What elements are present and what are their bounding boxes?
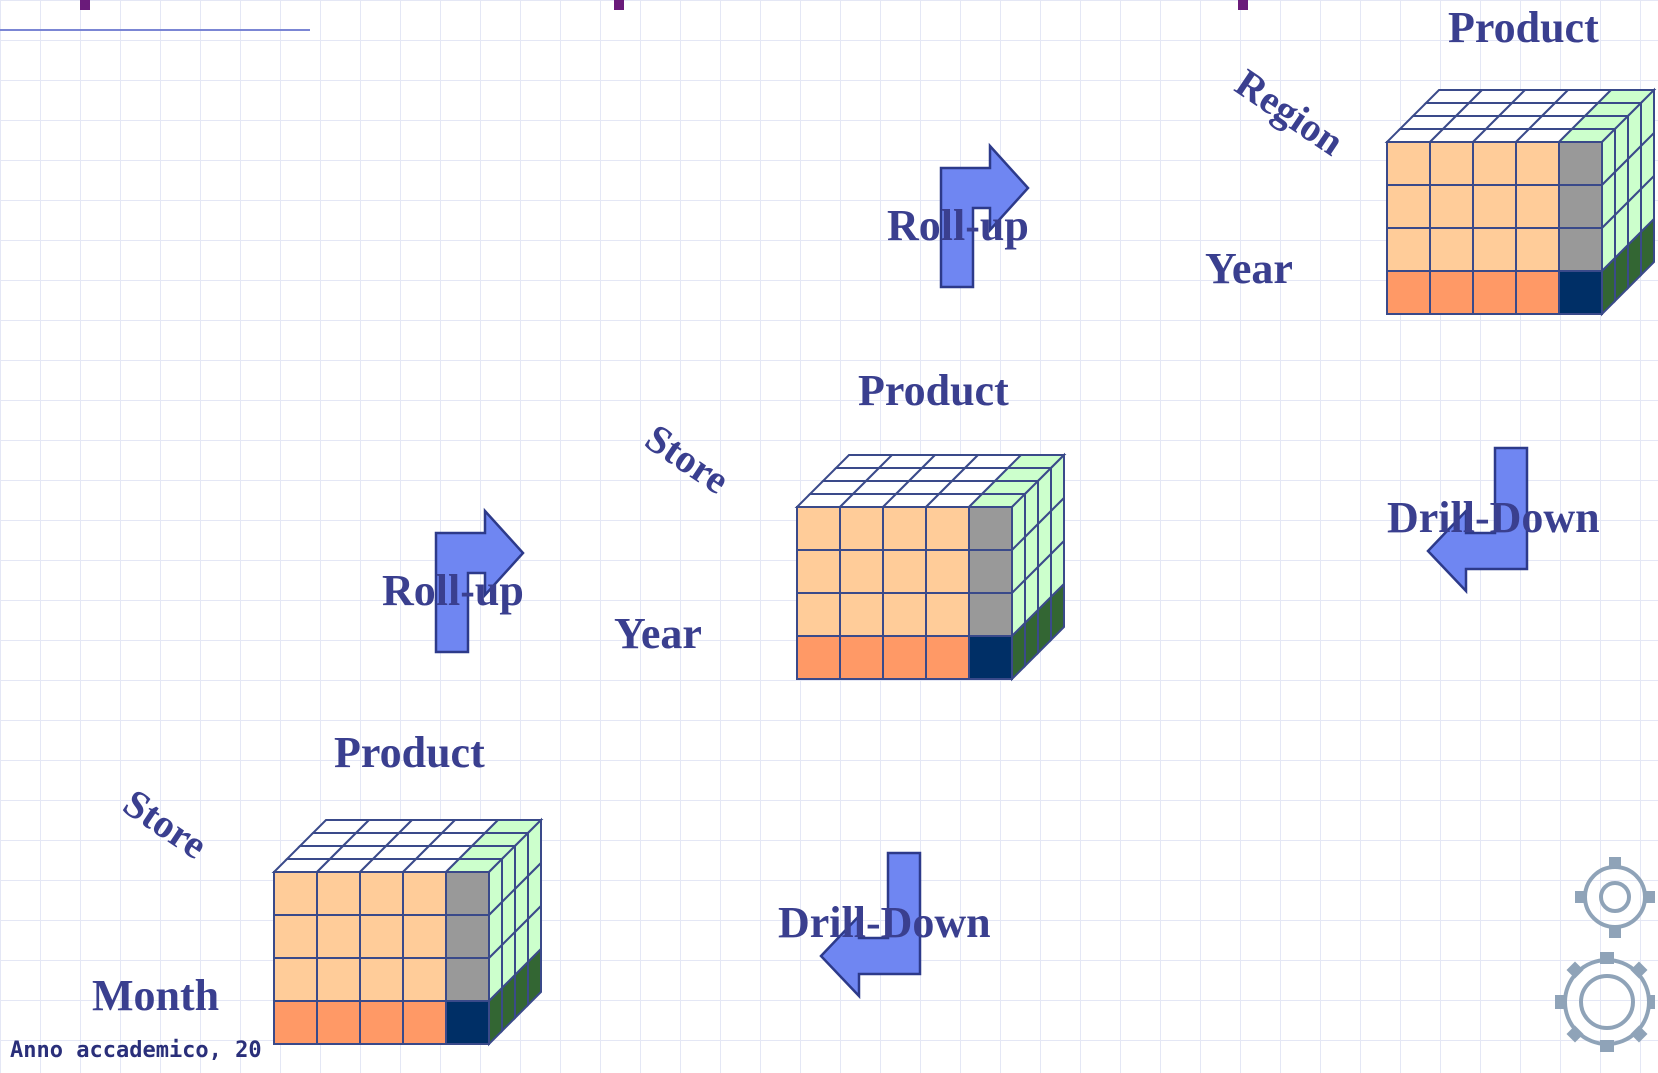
cube-top-front-cell [1473, 185, 1516, 228]
cube-bottom-front-cell [360, 872, 403, 915]
cube-middle-front-cell [840, 507, 883, 550]
footer-text: Anno accademico, 20 [10, 1038, 262, 1063]
cube-bottom-front-cell [317, 872, 360, 915]
cube-bottom-front-cell [446, 915, 489, 958]
cube-middle-front-cell [926, 593, 969, 636]
cube-bottom-front-cell [274, 915, 317, 958]
cube-bottom-product-label: Product [334, 727, 485, 778]
cube-top-front-cell [1473, 228, 1516, 271]
cube-bottom-front-cell [403, 872, 446, 915]
cube-middle-front-cell [797, 636, 840, 679]
cube-bottom-front-cell [446, 1001, 489, 1044]
cube-middle-front-cell [840, 636, 883, 679]
cube-top [1383, 86, 1658, 322]
cube-bottom-store-label: Store [115, 779, 216, 868]
cube-bottom-front-cell [274, 872, 317, 915]
cube-middle-front-cell [883, 593, 926, 636]
cube-middle-front-cell [926, 636, 969, 679]
cube-bottom-front-cell [360, 915, 403, 958]
cube-bottom-front-cell [317, 1001, 360, 1044]
cube-top-front-cell [1430, 185, 1473, 228]
cube-middle-front-cell [969, 593, 1012, 636]
cube-middle-front-cell [797, 507, 840, 550]
rollup-upper-label: Roll-up [887, 200, 1029, 251]
cube-bottom-front-cell [446, 872, 489, 915]
cube-top-front-cell [1516, 185, 1559, 228]
cube-middle-front-cell [883, 507, 926, 550]
cube-bottom-month-label: Month [92, 970, 219, 1021]
cube-middle-front-cell [797, 593, 840, 636]
cube-middle-store-label: Store [637, 414, 738, 503]
title-fragment [80, 0, 90, 10]
cube-middle-front-cell [883, 636, 926, 679]
cube-bottom-front-cell [403, 958, 446, 1001]
cube-bottom-front-cell [360, 958, 403, 1001]
cube-middle-front-cell [926, 507, 969, 550]
cube-top-year-label: Year [1205, 243, 1293, 294]
cube-top-front-cell [1430, 142, 1473, 185]
cube-middle-front-cell [926, 550, 969, 593]
cube-middle [793, 451, 1068, 687]
cube-bottom-front-cell [317, 915, 360, 958]
cube-top-product-label: Product [1448, 2, 1599, 53]
cube-bottom-front-cell [274, 958, 317, 1001]
cube-top-front-cell [1516, 142, 1559, 185]
cube-middle-year-label: Year [614, 608, 702, 659]
cube-bottom-front-cell [274, 1001, 317, 1044]
cube-middle-front-cell [840, 593, 883, 636]
cube-top-front-cell [1387, 228, 1430, 271]
cube-middle-front-cell [840, 550, 883, 593]
cube-bottom-front-cell [317, 958, 360, 1001]
cube-middle-front-cell [797, 550, 840, 593]
cube-middle-front-cell [969, 507, 1012, 550]
cube-bottom-front-cell [446, 958, 489, 1001]
cube-top-front-cell [1473, 142, 1516, 185]
cube-top-front-cell [1387, 271, 1430, 314]
cube-middle-front-cell [969, 636, 1012, 679]
cube-middle-front-cell [883, 550, 926, 593]
cube-middle-product-label: Product [858, 365, 1009, 416]
cube-top-front-cell [1430, 271, 1473, 314]
cube-middle-front-cell [969, 550, 1012, 593]
cube-top-front-cell [1430, 228, 1473, 271]
gear-seal-icon [1545, 852, 1655, 1062]
cube-bottom-front-cell [403, 915, 446, 958]
cube-top-front-cell [1516, 271, 1559, 314]
title-fragment [1238, 0, 1248, 10]
cube-bottom [270, 816, 545, 1052]
cube-bottom-front-cell [403, 1001, 446, 1044]
cube-top-front-cell [1559, 185, 1602, 228]
cube-top-front-cell [1516, 228, 1559, 271]
drilldown-lower-label: Drill-Down [778, 897, 991, 948]
title-fragment [614, 0, 624, 10]
cube-top-front-cell [1473, 271, 1516, 314]
drilldown-upper-label: Drill-Down [1387, 492, 1600, 543]
cube-top-front-cell [1559, 228, 1602, 271]
cube-top-region-label: Region [1227, 59, 1353, 165]
cube-top-front-cell [1387, 185, 1430, 228]
cube-top-front-cell [1387, 142, 1430, 185]
cube-bottom-front-cell [360, 1001, 403, 1044]
cube-top-front-cell [1559, 142, 1602, 185]
rollup-lower-label: Roll-up [382, 565, 524, 616]
cube-top-front-cell [1559, 271, 1602, 314]
title-underline [0, 29, 310, 31]
